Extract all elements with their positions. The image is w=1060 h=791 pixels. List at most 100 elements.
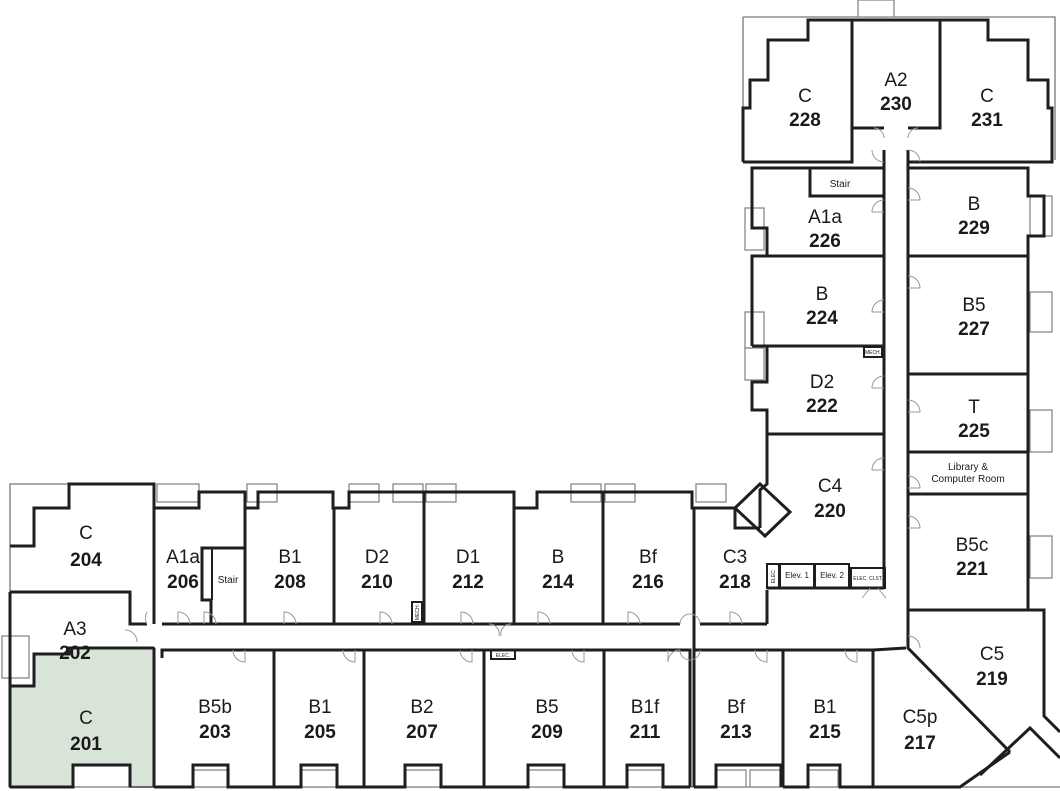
west-wing-walls (8, 482, 907, 789)
unit-202[interactable]: A3 202 (59, 619, 91, 664)
unit-219[interactable]: C5 219 (976, 644, 1008, 690)
unit-type: T (968, 397, 980, 418)
unit-type: B5c (956, 535, 989, 556)
unit-labels: C 204 A1a 206 B1 208 D2 210 D1 212 B 214… (59, 70, 1008, 755)
unit-number: 228 (789, 110, 821, 131)
unit-207[interactable]: B2 207 (406, 697, 438, 743)
door-swings (124, 127, 921, 663)
unit-type: Bf (727, 697, 746, 718)
east-wing-walls (732, 18, 1060, 789)
unit-type: B1 (308, 697, 331, 718)
unit-type: D1 (456, 547, 480, 568)
unit-205[interactable]: B1 205 (304, 697, 336, 743)
unit-number: 215 (809, 722, 841, 743)
unit-number: 212 (452, 572, 484, 593)
unit-number: 202 (59, 643, 91, 664)
unit-number: 231 (971, 110, 1003, 131)
unit-222[interactable]: D2 222 (806, 372, 838, 417)
unit-type: B (968, 194, 981, 215)
unit-type: B5 (535, 697, 558, 718)
unit-211[interactable]: B1f 211 (630, 697, 661, 743)
unit-number: 206 (167, 572, 199, 593)
unit-228[interactable]: C 228 (789, 86, 821, 131)
unit-type: B (552, 547, 565, 568)
unit-type: B1f (631, 697, 660, 718)
unit-type: B1 (278, 547, 301, 568)
elec-label: ELEC. (496, 653, 510, 659)
unit-231[interactable]: C 231 (971, 86, 1003, 131)
unit-217[interactable]: C5p 217 (903, 707, 938, 754)
unit-type: B5 (962, 295, 985, 316)
unit-number: 225 (958, 421, 990, 442)
unit-201[interactable]: C 201 (70, 708, 102, 755)
elevator-1-label: Elev. 1 (785, 571, 809, 580)
facility-labels: Stair Stair Library & Computer Room Elev… (218, 179, 1005, 659)
unit-number: 214 (542, 572, 574, 593)
mech-label-b: MECH. (415, 604, 421, 620)
unit-number: 201 (70, 734, 102, 755)
unit-type: A2 (884, 70, 907, 91)
unit-221[interactable]: B5c 221 (956, 535, 989, 580)
unit-number: 227 (958, 319, 990, 340)
unit-number: 220 (814, 501, 846, 522)
unit-212[interactable]: D1 212 (452, 547, 484, 593)
unit-number: 205 (304, 722, 336, 743)
unit-214[interactable]: B 214 (542, 547, 574, 593)
elec-closet-label: ELEC. CLST. (853, 576, 882, 582)
unit-number: 211 (630, 722, 661, 743)
unit-226[interactable]: A1a 226 (808, 207, 842, 252)
library-label-line1: Library & (948, 462, 988, 473)
unit-number: 219 (976, 669, 1008, 690)
unit-215[interactable]: B1 215 (809, 697, 841, 743)
unit-number: 204 (70, 550, 102, 571)
unit-type: Bf (639, 547, 658, 568)
unit-type: C4 (818, 476, 843, 497)
unit-229[interactable]: B 229 (958, 194, 990, 239)
unit-type: A3 (63, 619, 86, 640)
unit-227[interactable]: B5 227 (958, 295, 990, 340)
unit-number: 217 (904, 733, 936, 754)
unit-number: 218 (719, 572, 751, 593)
unit-230[interactable]: A2 230 (880, 70, 912, 115)
unit-number: 230 (880, 94, 912, 115)
unit-210[interactable]: D2 210 (361, 547, 393, 593)
unit-type: C (79, 708, 93, 729)
stair-label-top: Stair (830, 179, 851, 190)
unit-number: 203 (199, 722, 231, 743)
unit-number: 207 (406, 722, 438, 743)
unit-type: C3 (723, 547, 747, 568)
mech-label-a: MECH. (865, 350, 881, 356)
elevator-2-label: Elev. 2 (820, 571, 844, 580)
unit-209[interactable]: B5 209 (531, 697, 563, 743)
unit-number: 222 (806, 396, 838, 417)
unit-218[interactable]: C3 218 (719, 547, 751, 593)
unit-number: 221 (956, 559, 988, 580)
unit-number: 208 (274, 572, 306, 593)
unit-216[interactable]: Bf 216 (632, 547, 664, 593)
unit-number: 209 (531, 722, 563, 743)
unit-number: 213 (720, 722, 752, 743)
unit-204[interactable]: C 204 (70, 523, 102, 571)
stair-label-left: Stair (218, 575, 239, 586)
unit-208[interactable]: B1 208 (274, 547, 306, 593)
unit-type: A1a (808, 207, 842, 228)
unit-206[interactable]: A1a 206 (166, 547, 200, 593)
outer-outline (9, 16, 1060, 788)
unit-number: 226 (809, 231, 841, 252)
unit-225[interactable]: T 225 (958, 397, 990, 442)
unit-type: B2 (410, 697, 433, 718)
unit-type: C5p (903, 707, 938, 728)
elec-label-small: ELEC. (771, 569, 777, 583)
unit-213[interactable]: Bf 213 (720, 697, 752, 743)
unit-number: 229 (958, 218, 990, 239)
unit-203[interactable]: B5b 203 (198, 697, 232, 743)
unit-220[interactable]: C4 220 (814, 476, 846, 522)
unit-type: B (816, 284, 829, 305)
unit-number: 210 (361, 572, 393, 593)
unit-224[interactable]: B 224 (806, 284, 838, 329)
unit-number: 216 (632, 572, 664, 593)
unit-number: 224 (806, 308, 838, 329)
unit-type: C (798, 86, 812, 107)
unit-type: C5 (980, 644, 1004, 665)
